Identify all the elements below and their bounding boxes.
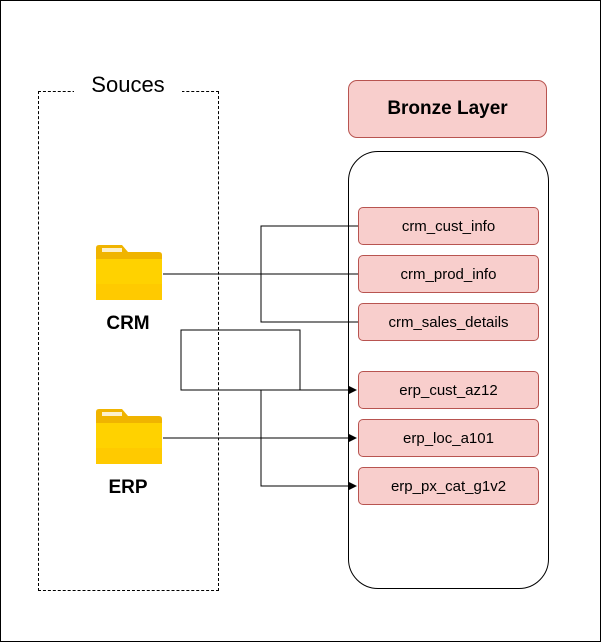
table-erp-loc-a101: erp_loc_a101 (358, 419, 539, 457)
table-crm-prod-info: crm_prod_info (358, 255, 539, 293)
folder-icon (96, 409, 162, 464)
sources-container (38, 91, 219, 591)
erp-label: ERP (108, 477, 148, 498)
bronze-layer-title: Bronze Layer (348, 80, 547, 138)
table-crm-sales-details: crm_sales_details (358, 303, 539, 341)
table-erp-cust-az12: erp_cust_az12 (358, 371, 539, 409)
folder-icon (96, 245, 162, 300)
sources-title: Souces (74, 70, 182, 100)
connector-erp-px-cat (260, 390, 357, 490)
connector-junction-box (180, 329, 301, 391)
table-erp-px-cat-g1v2: erp_px_cat_g1v2 (358, 467, 539, 505)
crm-label: CRM (106, 313, 150, 334)
bronze-layer-container (348, 151, 549, 589)
table-crm-cust-info: crm_cust_info (358, 207, 539, 245)
